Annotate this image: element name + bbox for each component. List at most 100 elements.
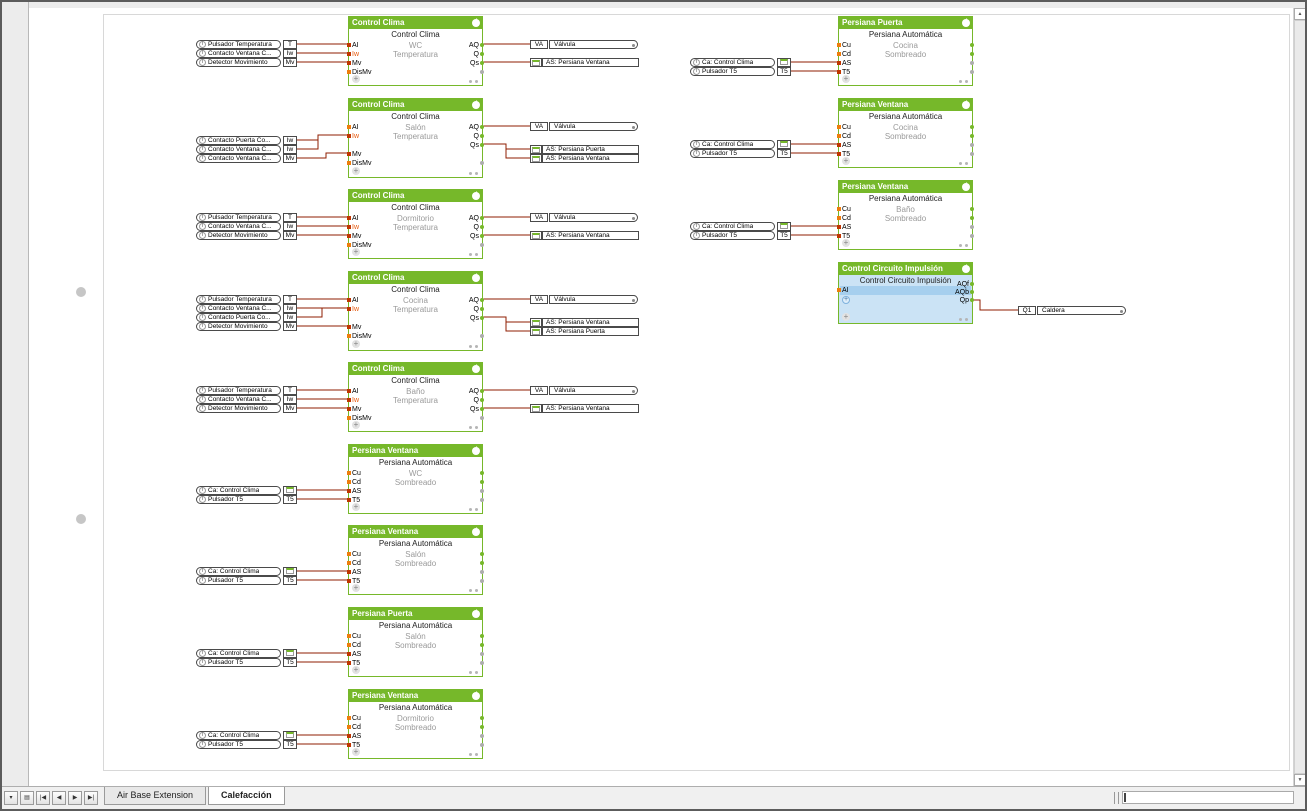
input-pin-connector[interactable] <box>347 298 351 302</box>
output-pin-connector[interactable] <box>480 225 484 229</box>
output-pin-connector[interactable] <box>970 298 974 302</box>
output-connector[interactable] <box>970 216 974 220</box>
output-pin-connector[interactable] <box>480 143 484 147</box>
input-pin-connector[interactable] <box>347 307 351 311</box>
input-pin-connector[interactable] <box>347 70 351 74</box>
pin-tag[interactable]: T <box>283 213 297 222</box>
input-pin-connector[interactable] <box>347 152 351 156</box>
pin-tag[interactable]: Iw <box>283 313 297 322</box>
pin-tag[interactable]: Iw <box>283 49 297 58</box>
input-pin-connector[interactable] <box>347 225 351 229</box>
pin-tag[interactable]: Mv <box>283 231 297 240</box>
input-pin-connector[interactable] <box>347 498 351 502</box>
add-input-icon[interactable]: + <box>352 74 360 83</box>
add-input-icon[interactable]: + <box>352 339 360 348</box>
pin-tag[interactable]: Mv <box>283 58 297 67</box>
input-pin-connector[interactable] <box>347 334 351 338</box>
input-pin-connector[interactable] <box>347 243 351 247</box>
pin-tag[interactable]: Iw <box>283 145 297 154</box>
pin-tag[interactable]: T5 <box>777 67 791 76</box>
input-pin-connector[interactable] <box>347 634 351 638</box>
output-pin-connector[interactable] <box>480 234 484 238</box>
info-icon[interactable]: i <box>962 19 970 27</box>
info-icon[interactable]: i <box>472 692 480 700</box>
add-input-icon[interactable]: + <box>842 238 850 247</box>
input-pin-connector[interactable] <box>837 43 841 47</box>
output-connector[interactable] <box>480 570 484 574</box>
info-icon[interactable]: i <box>472 447 480 455</box>
add-input-icon[interactable]: + <box>352 247 360 256</box>
info-icon[interactable]: i <box>472 365 480 373</box>
output-connector[interactable] <box>480 643 484 647</box>
as-ref-icon-box[interactable] <box>530 327 542 336</box>
input-pin-connector[interactable] <box>347 716 351 720</box>
actuator-label[interactable]: Válvula <box>549 40 638 49</box>
pin-tag[interactable]: Iw <box>283 222 297 231</box>
horizontal-scrollbar-thumb[interactable] <box>1124 793 1126 802</box>
prev-sheet-button[interactable]: ◀ <box>52 791 66 805</box>
sheet-options-dropdown[interactable]: ▾ <box>4 791 18 805</box>
output-connector[interactable] <box>970 125 974 129</box>
tab-air-base-extension[interactable]: Air Base Extension <box>104 787 207 805</box>
input-pin-connector[interactable] <box>347 398 351 402</box>
input-pin-connector[interactable] <box>837 143 841 147</box>
pin-tag[interactable] <box>283 567 297 576</box>
output-connector[interactable] <box>970 70 974 74</box>
input-pin-connector[interactable] <box>347 416 351 420</box>
input-pin-connector[interactable] <box>347 471 351 475</box>
output-pin-connector[interactable] <box>480 389 484 393</box>
output-connector[interactable] <box>970 207 974 211</box>
input-pin-connector[interactable] <box>837 288 841 292</box>
pin-tag[interactable]: Iw <box>283 395 297 404</box>
pin-tag[interactable]: T <box>283 40 297 49</box>
vertical-scrollbar[interactable]: ▲ ▼ <box>1293 8 1306 786</box>
output-connector[interactable] <box>480 498 484 502</box>
output-connector[interactable] <box>970 152 974 156</box>
input-pin-connector[interactable] <box>347 125 351 129</box>
next-sheet-button[interactable]: ▶ <box>68 791 82 805</box>
actuator-label[interactable]: Válvula <box>549 386 638 395</box>
actuator-tag[interactable]: VA <box>530 122 548 131</box>
actuator-label[interactable]: Caldera <box>1037 306 1126 315</box>
add-input-icon[interactable]: + <box>352 665 360 674</box>
pin-tag[interactable] <box>777 140 791 149</box>
output-pin-connector[interactable] <box>480 216 484 220</box>
output-connector[interactable] <box>480 334 484 338</box>
add-input-icon[interactable]: + <box>842 74 850 83</box>
input-pin-connector[interactable] <box>837 125 841 129</box>
output-connector[interactable] <box>480 552 484 556</box>
pin-tag[interactable]: T5 <box>777 149 791 158</box>
pin-tag[interactable] <box>283 649 297 658</box>
output-connector[interactable] <box>480 579 484 583</box>
input-pin-connector[interactable] <box>347 161 351 165</box>
output-pin-connector[interactable] <box>480 61 484 65</box>
input-pin-connector[interactable] <box>837 152 841 156</box>
output-connector[interactable] <box>480 634 484 638</box>
output-pin-connector[interactable] <box>970 290 974 294</box>
output-connector[interactable] <box>480 489 484 493</box>
add-input-icon[interactable]: + <box>352 420 360 429</box>
